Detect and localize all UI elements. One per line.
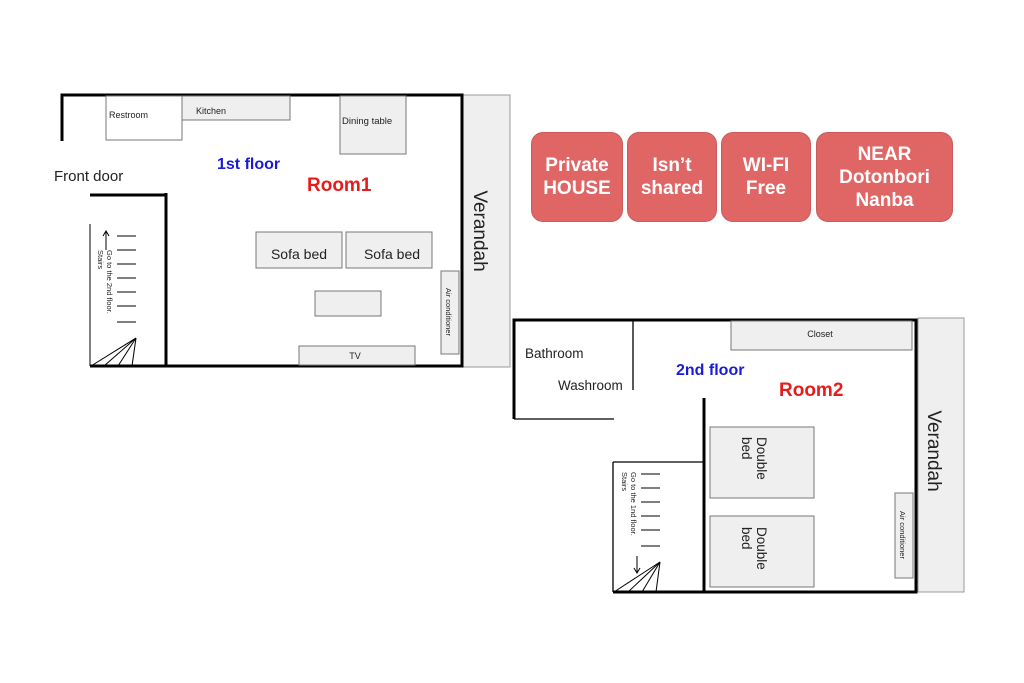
stairs-1-label-line2: Go to the 2nd floor.	[105, 250, 114, 314]
badge-wifi-free: WI-FI Free	[721, 132, 811, 222]
coffee-table	[314, 290, 382, 317]
badge-private-house: Private HOUSE	[531, 132, 623, 222]
stairs-1-label-line1: Stairs	[96, 250, 105, 269]
verandah-2-label: Verandah	[923, 410, 944, 491]
stairs-2	[613, 473, 661, 593]
air-conditioner-1	[440, 270, 460, 355]
kitchen	[181, 95, 291, 121]
double-bed-1-line1: Double	[754, 437, 769, 480]
sofa-bed-2-label: Sofa bed	[364, 246, 420, 262]
walls-2	[512, 318, 918, 594]
restroom-label: Restroom	[109, 110, 148, 120]
restroom	[105, 95, 183, 141]
double-bed-1-line2: bed	[739, 437, 754, 460]
tv	[298, 345, 416, 366]
verandah-2	[917, 317, 965, 593]
closet	[730, 320, 913, 351]
closet-label: Closet	[807, 329, 833, 339]
tv-label: TV	[349, 351, 361, 361]
dining-table-label: Dining table	[342, 116, 392, 127]
stairs-1	[89, 224, 137, 367]
walls-1	[60, 93, 464, 368]
badge-near-dotonbori: NEAR Dotonbori Nanba	[816, 132, 953, 222]
bathroom-label: Bathroom	[525, 346, 584, 361]
air-conditioner-2-label: Air conditioner	[898, 511, 907, 559]
double-bed-2-line1: Double	[754, 527, 769, 570]
sofa-bed-1	[255, 231, 343, 269]
air-conditioner-1-label: Air conditioner	[444, 288, 453, 336]
double-bed-1	[709, 426, 815, 499]
dining-table	[339, 95, 407, 155]
kitchen-label: Kitchen	[196, 106, 226, 116]
verandah-1-label: Verandah	[469, 190, 490, 271]
sofa-bed-2	[345, 231, 433, 269]
front-door-label: Front door	[54, 168, 123, 185]
stairs-2-label-line2: Go to the 1nd floor.	[629, 472, 638, 536]
partitions-2	[514, 320, 704, 592]
sofa-bed-1-label: Sofa bed	[271, 246, 327, 262]
second-floor: Verandah Closet Bathroom Washroom 2nd fl…	[512, 317, 965, 594]
first-floor: Verandah Restroom Kitchen Dining table 1…	[54, 93, 511, 368]
first-floor-label: 1st floor	[217, 156, 280, 173]
double-bed-2	[709, 515, 815, 588]
verandah-1	[462, 94, 511, 368]
air-conditioner-2	[894, 492, 914, 579]
badge-isnt-shared: Isn’t shared	[627, 132, 717, 222]
room2-label: Room2	[779, 380, 843, 401]
second-floor-label: 2nd floor	[676, 362, 744, 379]
double-bed-2-line2: bed	[739, 527, 754, 550]
double-bed-1-label: Double bed	[739, 437, 769, 484]
stairs-2-label-line1: Stairs	[620, 472, 629, 491]
washroom-label: Washroom	[558, 378, 623, 393]
double-bed-2-label: Double bed	[739, 527, 769, 574]
room1-label: Room1	[307, 175, 372, 196]
